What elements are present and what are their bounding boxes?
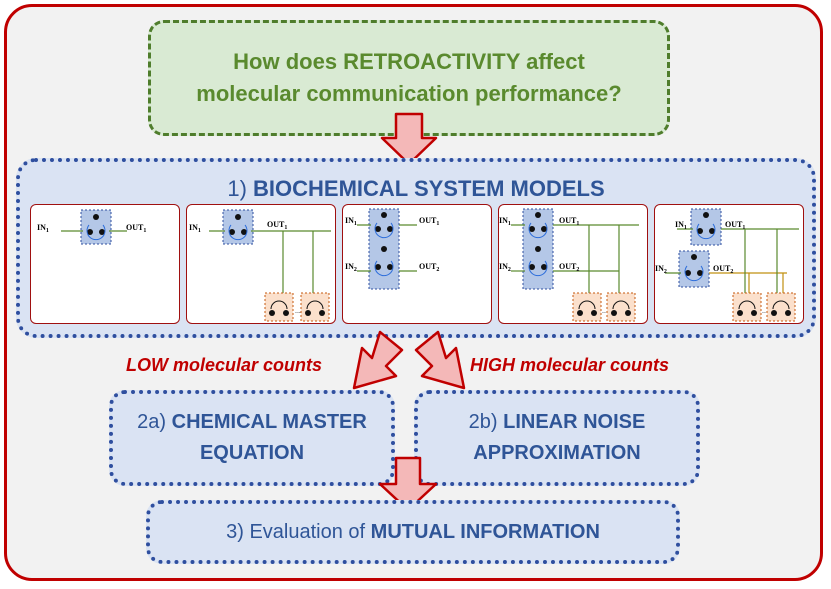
- svg-text:IN2: IN2: [655, 264, 667, 275]
- model-panel-4: IN1 OUT1 IN2 OUT2 ...: [498, 204, 648, 324]
- svg-text:OUT2: OUT2: [713, 264, 733, 275]
- svg-text:OUT2: OUT2: [559, 262, 579, 273]
- evaluation-box: 3) Evaluation of MUTUAL INFORMATION: [146, 500, 680, 564]
- down-left-arrow: [352, 330, 404, 390]
- svg-text:IN1: IN1: [345, 216, 357, 227]
- svg-text:...: ...: [602, 308, 608, 315]
- svg-text:OUT1: OUT1: [267, 220, 287, 231]
- cme-box: 2a) CHEMICAL MASTER EQUATION: [109, 390, 395, 486]
- models-title: 1) BIOCHEMICAL SYSTEM MODELS: [227, 176, 605, 201]
- high-counts-label: HIGH molecular counts: [470, 355, 670, 375]
- svg-text:IN1: IN1: [675, 220, 687, 231]
- svg-text:...: ...: [295, 308, 301, 315]
- question-text: How does RETROACTIVITY affect molecular …: [196, 46, 621, 110]
- down-right-arrow: [414, 330, 466, 390]
- svg-text:OUT1: OUT1: [559, 216, 579, 227]
- down-arrow-1: [380, 112, 438, 166]
- model-panel-3: IN1 OUT1 IN2 OUT2: [342, 204, 492, 324]
- svg-text:IN1: IN1: [37, 223, 49, 234]
- down-arrow-2: [378, 456, 438, 512]
- svg-text:IN2: IN2: [345, 262, 357, 273]
- model-panel-2: IN1 OUT1 ...: [186, 204, 336, 324]
- model-panel-1: IN1 OUT1: [30, 204, 180, 324]
- question-line-1: How does RETROACTIVITY affect: [233, 49, 585, 75]
- svg-text:OUT1: OUT1: [419, 216, 439, 227]
- svg-text:...: ...: [762, 308, 768, 315]
- svg-text:IN2: IN2: [499, 262, 511, 273]
- svg-text:OUT1: OUT1: [126, 223, 146, 234]
- lna-box: 2b) LINEAR NOISE APPROXIMATION: [414, 390, 700, 486]
- svg-text:OUT2: OUT2: [419, 262, 439, 273]
- question-line-2: molecular communication performance?: [196, 81, 622, 106]
- low-counts-label: LOW molecular counts: [126, 355, 323, 375]
- biochemical-models-box: 1) BIOCHEMICAL SYSTEM MODELS IN1 OUT1: [16, 158, 816, 338]
- model-panel-5: IN1 OUT1 IN2 OUT2 ...: [654, 204, 804, 324]
- svg-text:IN1: IN1: [189, 223, 201, 234]
- svg-text:IN1: IN1: [499, 216, 511, 227]
- svg-text:OUT1: OUT1: [725, 220, 745, 231]
